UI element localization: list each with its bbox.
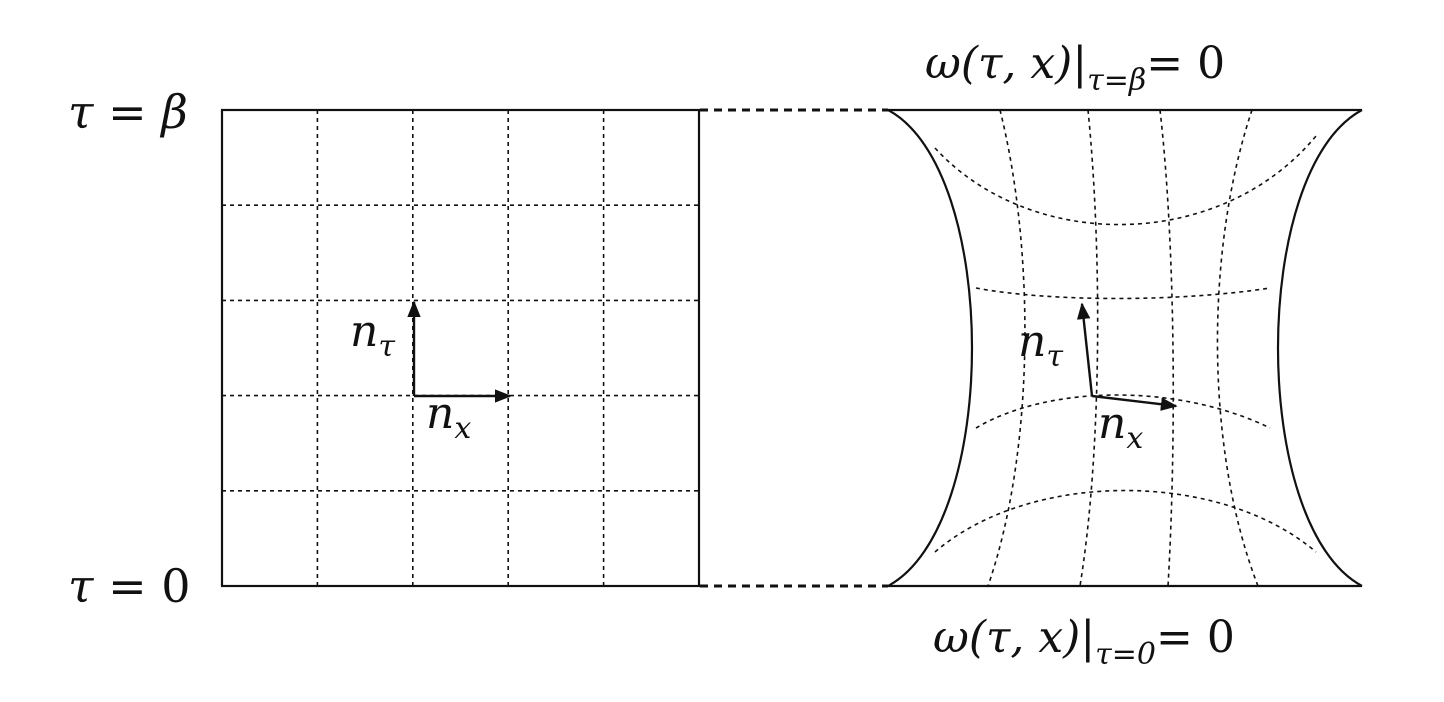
deformed-grid-line xyxy=(1159,109,1175,587)
deformed-grid-line xyxy=(975,394,1271,429)
boundary-condition-top: ω(τ, x)|τ=β= 0 xyxy=(925,38,1225,98)
deformed-left-edge xyxy=(887,109,973,587)
deformed-grid-line xyxy=(934,489,1317,553)
deformed-n-x-arrow xyxy=(1091,394,1178,411)
deformed-n-tau-arrow xyxy=(1076,302,1094,397)
deformed-domain: nτ nx xyxy=(887,108,1363,588)
tau-beta-label: τ = β xyxy=(68,85,188,139)
tau-zero-label: τ = 0 xyxy=(68,559,191,613)
deformed-n-x-label: nx xyxy=(1098,398,1143,456)
deformed-grid-line xyxy=(975,287,1271,300)
deformed-grid-line xyxy=(1216,109,1259,587)
boundary-condition-bottom: ω(τ, x)|τ=0= 0 xyxy=(933,612,1235,672)
deformed-grid-line xyxy=(987,109,1026,587)
deformed-right-edge xyxy=(1277,109,1363,587)
deformed-grid-line xyxy=(1079,109,1099,587)
flat-domain-frame xyxy=(220,108,701,588)
flat-grid xyxy=(222,110,699,586)
deformed-n-tau-label: nτ xyxy=(1018,316,1063,374)
flat-domain: nτ nx xyxy=(220,108,701,588)
flat-n-x-label: nx xyxy=(426,388,471,446)
deformed-grid-line xyxy=(934,135,1317,226)
flat-n-tau-label: nτ xyxy=(350,306,395,364)
